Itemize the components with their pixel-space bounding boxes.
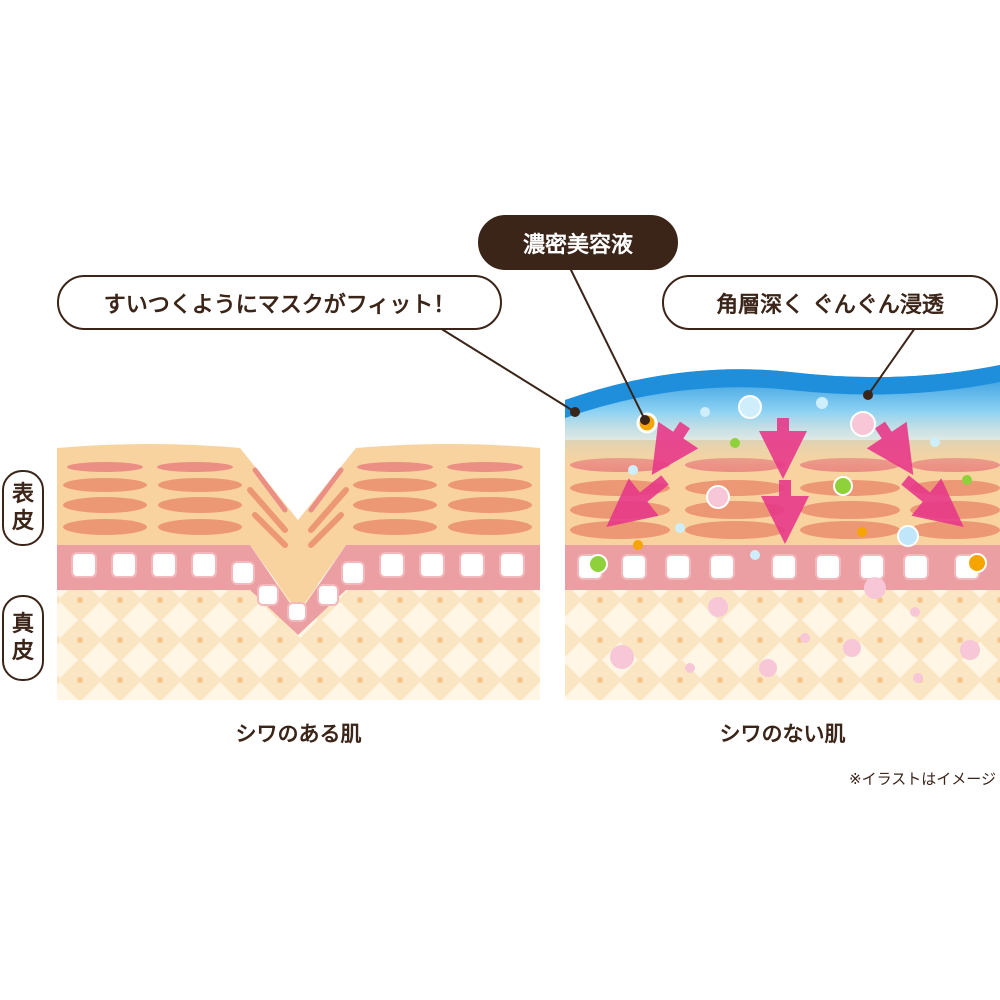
dermis-label-char: 皮	[11, 639, 34, 664]
cells	[577, 554, 980, 580]
epidermis-label-char: 皮	[11, 509, 34, 534]
serum-callout: 濃密美容液	[478, 215, 678, 270]
epidermis-label: 表 皮	[2, 470, 44, 546]
dermis-label: 真 皮	[2, 595, 44, 681]
fit-callout: すいつくようにマスクがフィット！	[57, 275, 502, 330]
wrinkled-caption: シワのある肌	[235, 722, 362, 746]
smooth-skin	[565, 365, 1000, 700]
dermis-label-char: 真	[11, 611, 34, 637]
dermis-layer	[565, 585, 1000, 700]
penetrate-callout: 角層深く ぐんぐん浸透	[662, 275, 998, 330]
wrinkled-skin	[57, 444, 540, 700]
serum-bubbles	[588, 395, 987, 683]
leader-lines	[439, 267, 916, 425]
cells	[71, 552, 525, 622]
smooth-caption: シワのない肌	[719, 722, 846, 746]
penetration-arrows	[606, 418, 964, 544]
illustration-note: ※イラストはイメージ	[849, 770, 996, 788]
epidermis-label-char: 表	[11, 481, 34, 507]
mask-sheet	[565, 365, 1000, 418]
